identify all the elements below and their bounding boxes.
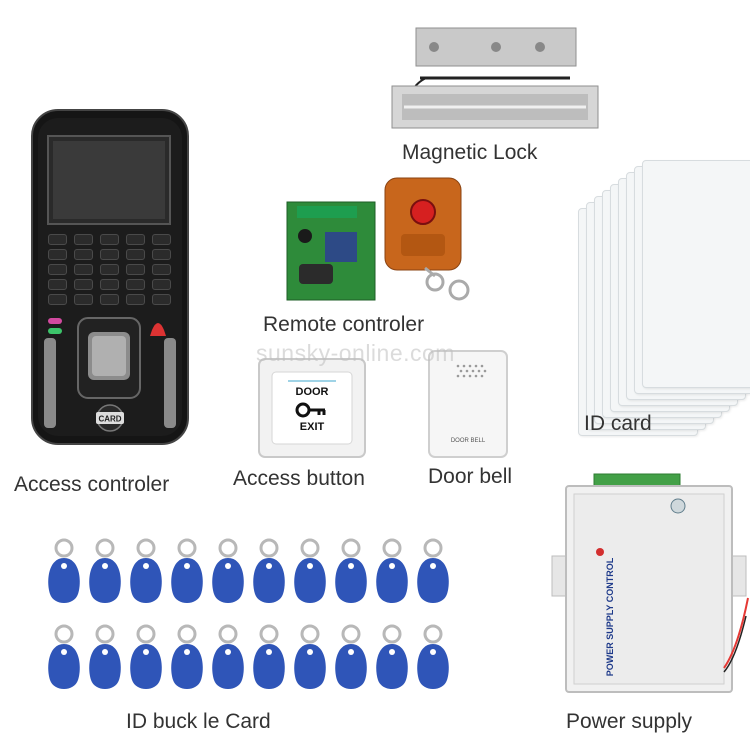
magnetic-lock-image	[391, 27, 599, 129]
id-card-stack	[570, 160, 750, 436]
power-supply: POWER SUPPLY CONTROL	[548, 472, 750, 698]
id-buckle-card	[417, 538, 449, 603]
id-buckle-card	[417, 624, 449, 689]
access-controller: CARD	[30, 108, 190, 446]
id-buckle-card	[212, 624, 244, 689]
access-button-bottom-text: EXIT	[299, 421, 325, 433]
access-button: DOOR EXIT	[258, 358, 366, 458]
id-buckle-card	[376, 624, 408, 689]
access-button-image	[258, 358, 366, 458]
door-bell-caption: Door bell	[428, 465, 513, 488]
power-supply-image	[551, 473, 749, 693]
remote-controller	[285, 172, 495, 307]
id-buckle-card	[253, 538, 285, 603]
id-buckle-card-grid	[44, 538, 464, 702]
id-buckle-card	[253, 624, 285, 689]
id-buckle-card	[130, 624, 162, 689]
remote-controller-caption: Remote controler	[263, 313, 425, 336]
id-buckle-card	[335, 624, 367, 689]
id-buckle-card	[171, 538, 203, 603]
watermark: sunsky-online.com	[256, 340, 455, 366]
id-buckle-card	[48, 538, 80, 603]
id-buckle-card	[48, 624, 80, 689]
id-buckle-card	[89, 624, 121, 689]
id-buckle-card	[89, 538, 121, 603]
card-badge-label: CARD	[98, 415, 121, 424]
id-buckle-card	[212, 538, 244, 603]
id-buckle-card	[335, 538, 367, 603]
access-controller-device: CARD	[31, 109, 189, 445]
door-bell-label: DOOR BELL	[450, 438, 486, 444]
id-buckle-card	[130, 538, 162, 603]
id-buckle-card-caption: ID buck le Card	[126, 710, 271, 733]
power-supply-label: POWER SUPPLY CONTROL	[605, 557, 615, 677]
magnetic-lock-caption: Magnetic Lock	[402, 141, 538, 164]
access-button-top-text: DOOR	[295, 386, 329, 398]
id-buckle-card	[294, 538, 326, 603]
power-supply-caption: Power supply	[566, 710, 693, 733]
remote-controller-image	[286, 177, 470, 301]
magnetic-lock	[390, 26, 600, 130]
id-buckle-card	[376, 538, 408, 603]
door-bell-image	[428, 350, 508, 458]
access-button-caption: Access button	[233, 467, 365, 490]
access-controller-caption: Access controler	[14, 473, 170, 496]
id-card-caption: ID card	[584, 412, 652, 435]
id-buckle-card	[171, 624, 203, 689]
door-bell: DOOR BELL	[428, 350, 508, 458]
id-buckle-card	[294, 624, 326, 689]
